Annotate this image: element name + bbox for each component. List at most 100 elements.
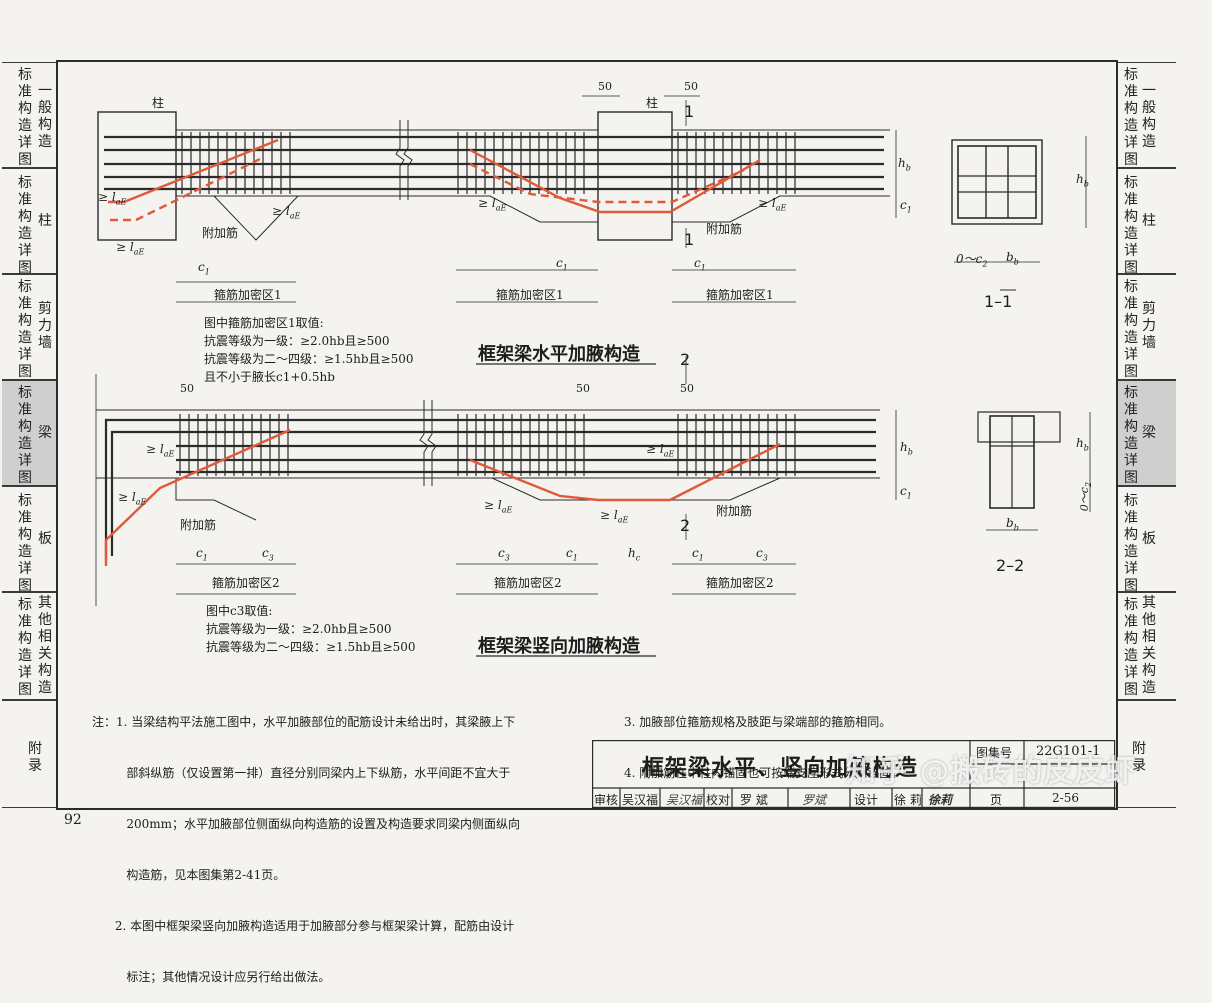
zone1-note-line: 抗震等级为一级：≥2.0hb且≥500 bbox=[204, 334, 390, 348]
checker-name: 罗 斌 bbox=[740, 793, 768, 807]
tab-label: 标准构造详图 bbox=[1124, 279, 1138, 380]
cut-mark: 1 bbox=[684, 230, 695, 249]
anchor-length-label: ≥ laE bbox=[600, 508, 629, 525]
review-label: 审核 bbox=[594, 793, 619, 807]
tab-appendix[interactable]: 附录 bbox=[1118, 700, 1176, 808]
tab-label: 标准构造详图 bbox=[1124, 175, 1138, 276]
title-underlines bbox=[476, 363, 656, 657]
c1-dim: c1 bbox=[566, 546, 578, 563]
tab-column[interactable]: 标准构造详图 柱 bbox=[1118, 168, 1176, 276]
column-label: 柱 bbox=[646, 96, 659, 110]
tab-sublabel: 梁 bbox=[1142, 425, 1156, 441]
tab-other[interactable]: 标准构造详图 其他相关构造 bbox=[1118, 592, 1176, 700]
tab-sublabel: 剪力墙 bbox=[38, 301, 52, 351]
drawing-sheet-frame bbox=[56, 60, 1118, 810]
c1-dim: c1 bbox=[556, 256, 568, 273]
tab-sublabel: 柱 bbox=[38, 213, 52, 229]
anchor-length-label: ≥ laE bbox=[146, 442, 175, 459]
note-line: 注：1. 当梁结构平法施工图中，水平加腋部位的配筋设计未给出时，其梁腋上下 bbox=[92, 715, 516, 729]
tab-label: 标准构造详图 bbox=[1124, 597, 1138, 698]
stirrups bbox=[181, 132, 796, 194]
hb-dim: hb bbox=[1076, 172, 1089, 189]
c3-dim: c3 bbox=[756, 546, 768, 563]
section2-width-dim: bb bbox=[1006, 516, 1019, 533]
additional-bars bbox=[108, 138, 761, 222]
tab-shear-wall[interactable]: 标准构造详图 剪力墙 bbox=[2, 274, 58, 380]
tab-sublabel: 一般构造 bbox=[1142, 83, 1156, 150]
tab-sublabel: 其他相关构造 bbox=[38, 595, 52, 696]
c1-dim: c1 bbox=[692, 546, 704, 563]
tab-beam[interactable]: 标准构造详图 梁 bbox=[1118, 380, 1176, 486]
c1-dim: c1 bbox=[198, 260, 210, 277]
section2-label: 2–2 bbox=[996, 556, 1025, 575]
tab-slab[interactable]: 标准构造详图 板 bbox=[1118, 486, 1176, 594]
dim-50: 50 bbox=[680, 382, 694, 395]
checker-signature: 罗斌 bbox=[802, 793, 827, 807]
tab-sublabel: 其他相关构造 bbox=[1142, 595, 1156, 696]
tab-sublabel: 一般构造 bbox=[38, 83, 52, 150]
tab-sublabel: 板 bbox=[38, 531, 52, 547]
beam-longitudinal-bars-2 bbox=[104, 418, 876, 560]
design-label: 设计 bbox=[854, 793, 879, 807]
tab-label: 标准构造详图 bbox=[18, 175, 32, 276]
tab-label: 标准构造详图 bbox=[18, 67, 32, 168]
atlas-number: 22G101-1 bbox=[1036, 744, 1101, 759]
additional-bar-label: 附加筋 bbox=[706, 222, 743, 236]
tab-label: 标准构造详图 bbox=[1124, 385, 1138, 486]
tab-general[interactable]: 标准构造详图 一般构造 bbox=[2, 62, 58, 168]
tab-shear-wall[interactable]: 标准构造详图 剪力墙 bbox=[1118, 274, 1176, 380]
reviewer-name: 吴汉福 bbox=[622, 793, 659, 807]
tab-label: 标准构造详图 bbox=[18, 385, 32, 486]
dim-50: 50 bbox=[598, 80, 612, 93]
page-label: 页 bbox=[990, 793, 1003, 807]
stirrup-zone-label: 箍筋加密区1 bbox=[706, 288, 774, 302]
tab-sublabel: 柱 bbox=[1142, 213, 1156, 229]
tab-column[interactable]: 标准构造详图 柱 bbox=[2, 168, 58, 276]
vertical-haunch-drawing bbox=[95, 356, 897, 606]
hb-dim: hb bbox=[900, 440, 913, 457]
tab-appendix[interactable]: 附录 bbox=[2, 700, 58, 808]
anchor-length-label: ≥ laE bbox=[484, 498, 513, 515]
atlas-label: 图集号 bbox=[976, 746, 1013, 760]
tab-label: 标准构造详图 bbox=[18, 597, 32, 698]
tab-other[interactable]: 标准构造详图 其他相关构造 bbox=[2, 592, 58, 700]
notes-right: 3. 加腋部位箍筋规格及肢距与梁端部的箍筋相同。 4. 附加筋在中柱内锚固也可按… bbox=[624, 680, 903, 799]
section-2-2 bbox=[977, 411, 1091, 531]
tab-beam[interactable]: 标准构造详图 梁 bbox=[2, 380, 58, 486]
column-label: 柱 bbox=[152, 96, 165, 110]
main-title: 框架梁水平、竖向加腋构造 bbox=[642, 756, 919, 781]
anchor-length-label: ≥ laE bbox=[118, 490, 147, 507]
c1-dim: c1 bbox=[900, 484, 912, 501]
section1-label: 1–1 bbox=[984, 292, 1013, 311]
anchor-length-label: ≥ laE bbox=[98, 190, 127, 207]
watermark: 知乎 @搬砖的皮皮虾 bbox=[846, 754, 1137, 789]
note-line: 标注；其他情况设计应另行给出做法。 bbox=[92, 970, 331, 984]
note-line: 2. 本图中框架梁竖向加腋构造适用于加腋部分参与框架梁计算，配筋由设计 bbox=[92, 919, 515, 933]
horizontal-haunch-drawing bbox=[97, 95, 1087, 303]
tab-sublabel: 梁 bbox=[38, 425, 52, 441]
tab-slab[interactable]: 标准构造详图 板 bbox=[2, 486, 58, 594]
tab-label: 附录 bbox=[28, 741, 42, 774]
note-line: 部斜纵筋（仅设置第一排）直径分别同梁内上下纵筋，水平间距不宜大于 bbox=[92, 766, 511, 780]
tab-label: 标准构造详图 bbox=[1124, 67, 1138, 168]
zone2-note-line: 图中c3取值: bbox=[206, 604, 273, 618]
anchor-length-label: ≥ laE bbox=[478, 196, 507, 213]
drawing2-title: 框架梁竖向加腋构造 bbox=[478, 636, 640, 657]
drawing1-title: 框架梁水平加腋构造 bbox=[478, 344, 640, 365]
tab-sublabel: 板 bbox=[1142, 531, 1156, 547]
additional-bar-label: 附加筋 bbox=[202, 226, 239, 240]
notes-left: 注：1. 当梁结构平法施工图中，水平加腋部位的配筋设计未给出时，其梁腋上下 部斜… bbox=[92, 680, 520, 1003]
tab-general[interactable]: 标准构造详图 一般构造 bbox=[1118, 62, 1176, 168]
zone2-note-line: 抗震等级为一级：≥2.0hb且≥500 bbox=[206, 622, 392, 636]
designer-name: 徐 莉 bbox=[894, 793, 922, 807]
cut-mark: 1 bbox=[684, 102, 695, 121]
c1-dim: c1 bbox=[694, 256, 706, 273]
hb-dim: hb bbox=[898, 156, 911, 173]
zone2-note-line: 抗震等级为二～四级：≥1.5hb且≥500 bbox=[206, 640, 416, 654]
c1-dim: c1 bbox=[900, 198, 912, 215]
page-code: 2-56 bbox=[1052, 791, 1079, 805]
tab-label: 附录 bbox=[1132, 741, 1146, 774]
tab-label: 标准构造详图 bbox=[18, 279, 32, 380]
dim-50: 50 bbox=[180, 382, 194, 395]
tab-label: 标准构造详图 bbox=[18, 493, 32, 594]
